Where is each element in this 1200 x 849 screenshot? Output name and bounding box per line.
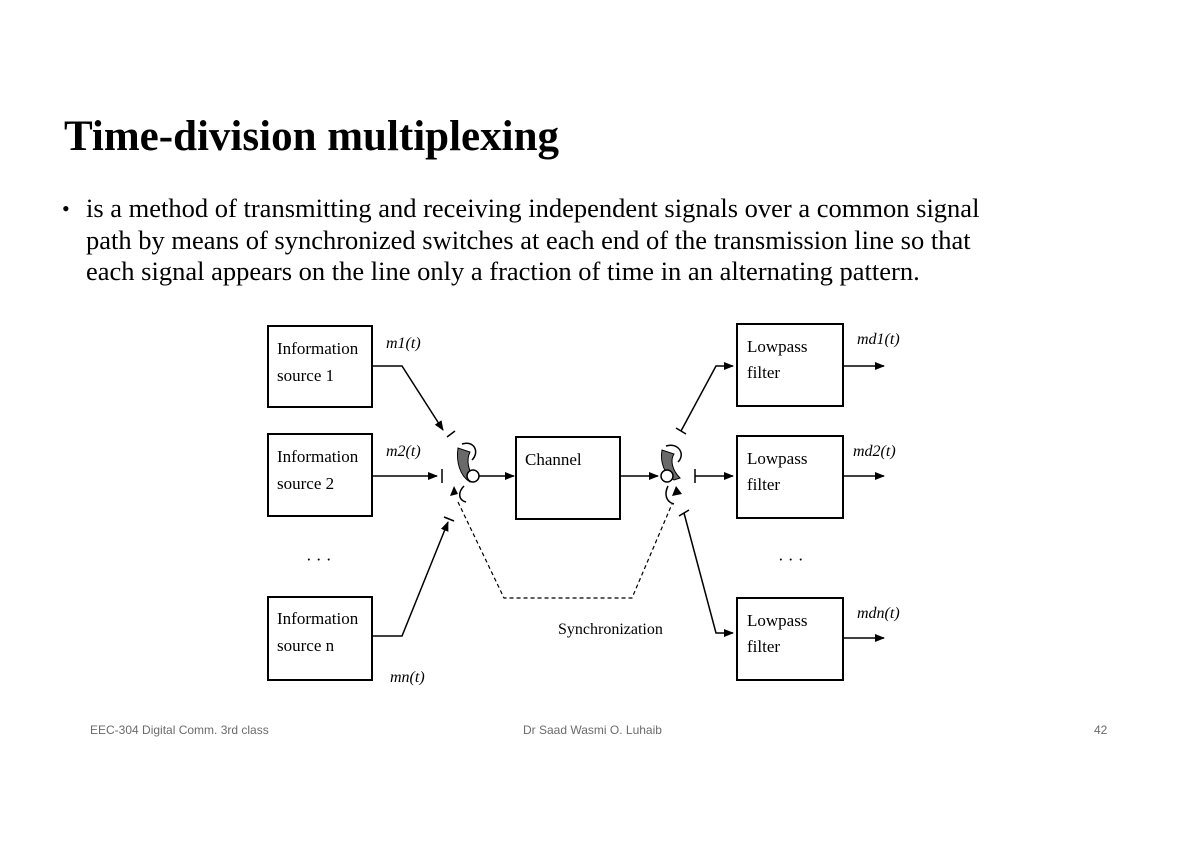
bullet-item: • is a method of transmitting and receiv… [62,193,1142,288]
channel-box: Channel [515,436,621,520]
filter-box-n: Lowpass filter [736,597,844,681]
footer-page-number: 42 [1094,723,1108,737]
signal-mdn: mdn(t) [857,605,900,622]
source-1-line [372,365,444,431]
filter-n-line2: filter [747,637,780,656]
filter-n-line1: Lowpass [747,611,807,630]
source-n-contact [443,516,455,522]
filter-box-2: Lowpass filter [736,435,844,519]
transmit-commutator [450,442,480,503]
footer-author: Dr Saad Wasmi O. Luhaib [523,723,662,737]
source-n-line2: source n [277,636,335,655]
signal-m1: m1(t) [386,335,421,352]
channel-label: Channel [525,450,582,469]
source-1-contact [446,430,456,438]
filter-2-line1: Lowpass [747,449,807,468]
bullet-line-3: each signal appears on the line only a f… [86,256,920,286]
bullet-text: is a method of transmitting and receivin… [86,193,1142,288]
slide-title: Time-division multiplexing [64,113,559,160]
source-box-1: Information source 1 [267,325,373,408]
source-1-line2: source 1 [277,366,334,385]
bullet-line-1: is a method of transmitting and receivin… [86,193,980,223]
source-box-n: Information source n [267,596,373,681]
bullet-icon: • [62,196,70,221]
filter-1-line2: filter [747,363,780,382]
source-2-line1: Information [277,447,359,466]
decom-to-filter-n-line [683,512,734,637]
bullet-line-2: path by means of synchronized switches a… [86,224,971,255]
filter-2-line2: filter [747,475,780,494]
source-2-line2: source 2 [277,474,334,493]
signal-md1: md1(t) [857,331,900,348]
filter-1-line1: Lowpass [747,337,807,356]
source-n-line1: Information [277,609,359,628]
receive-commutator [660,444,682,505]
source-1-line1: Information [277,339,359,358]
decom-to-filter-1-line [680,362,734,432]
filter-ellipsis: · · · [778,550,803,569]
footer-course: EEC-304 Digital Comm. 3rd class [90,723,269,737]
source-n-line [372,521,449,637]
synchronization-link [457,501,673,599]
signal-mn: mn(t) [390,669,425,686]
source-ellipsis: · · · [306,550,331,569]
signal-md2: md2(t) [853,443,896,460]
synchronization-label: Synchronization [558,621,663,638]
source-box-2: Information source 2 [267,433,373,517]
filter-box-1: Lowpass filter [736,323,844,407]
signal-m2: m2(t) [386,443,421,460]
